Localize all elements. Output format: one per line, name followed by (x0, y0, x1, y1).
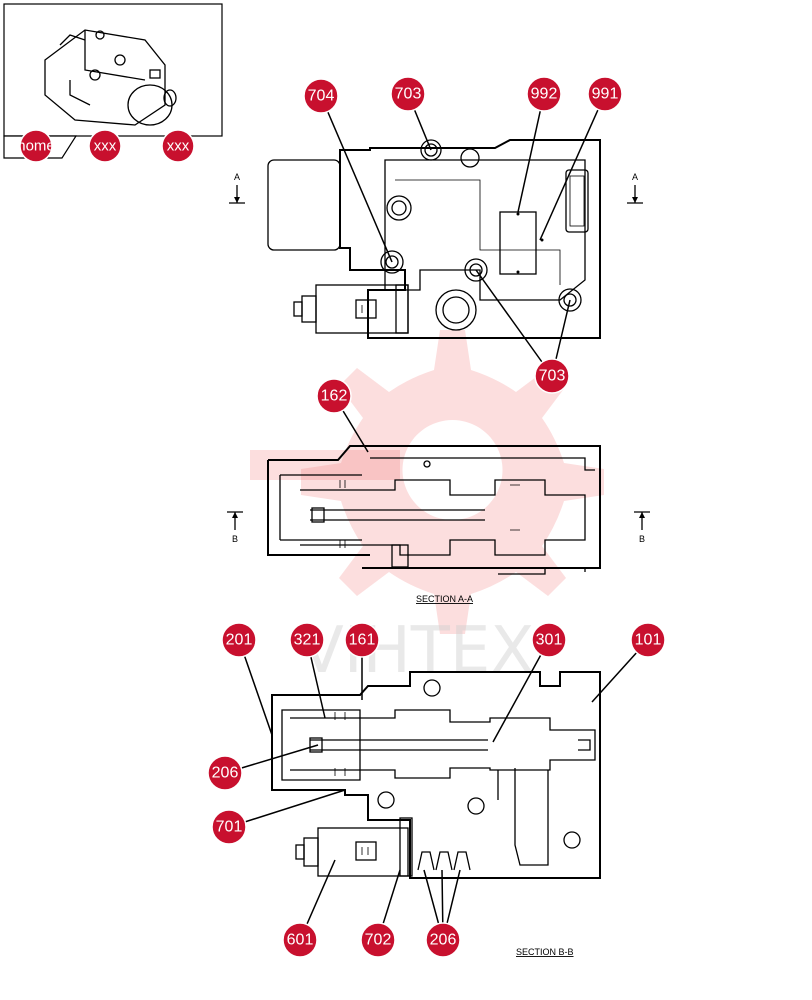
section-a-left-marker: A (229, 172, 245, 204)
section-b-right-label: B (639, 534, 645, 544)
callout-704-0[interactable]: 704 (303, 78, 339, 114)
section-a-right-label: A (632, 172, 638, 182)
nav-home-label: home (17, 138, 55, 155)
callout-992-2[interactable]: 992 (526, 76, 562, 112)
top-view-drawing (267, 139, 601, 339)
callout-703-4[interactable]: 703 (534, 358, 570, 394)
watermark-text: VIHTEX (300, 614, 534, 688)
nav-xxx-button-1[interactable]: xxx (88, 129, 122, 163)
section-a-left-label: A (234, 172, 240, 182)
section-bb-title: SECTION B-B (516, 947, 574, 957)
callout-321-7[interactable]: 321 (289, 622, 325, 658)
callout-701-12[interactable]: 701 (211, 809, 247, 845)
callout-layer: 704 703 992 991 703 162 201 321 161 301 101 206 701 6… (207, 76, 666, 958)
nav-home-button[interactable]: home (17, 129, 55, 163)
section-b-right-marker: B (634, 511, 650, 544)
callout-206-15[interactable]: 206 (425, 922, 461, 958)
pump-thumbnail-icon[interactable] (44, 29, 177, 126)
section-aa-title: SECTION A-A (416, 594, 473, 604)
section-a-right-marker: A (627, 172, 643, 204)
section-b-left-label: B (232, 534, 238, 544)
callout-301-9[interactable]: 301 (531, 622, 567, 658)
nav-xxx-label-2: xxx (167, 138, 190, 155)
section-bb-drawing (271, 671, 601, 879)
callout-703-1[interactable]: 703 (390, 76, 426, 112)
callout-991-3[interactable]: 991 (587, 76, 623, 112)
callout-101-10[interactable]: 101 (630, 622, 666, 658)
section-b-left-marker: B (227, 511, 243, 544)
callout-206-11[interactable]: 206 (207, 755, 243, 791)
nav-xxx-label-1: xxx (94, 138, 117, 155)
section-aa-drawing (267, 445, 601, 575)
callout-601-13[interactable]: 601 (282, 922, 318, 958)
callout-162-5[interactable]: 162 (316, 378, 352, 414)
nav-xxx-button-2[interactable]: xxx (161, 129, 195, 163)
callout-702-14[interactable]: 702 (360, 922, 396, 958)
callout-161-8[interactable]: 161 (344, 622, 380, 658)
callout-201-6[interactable]: 201 (221, 622, 257, 658)
